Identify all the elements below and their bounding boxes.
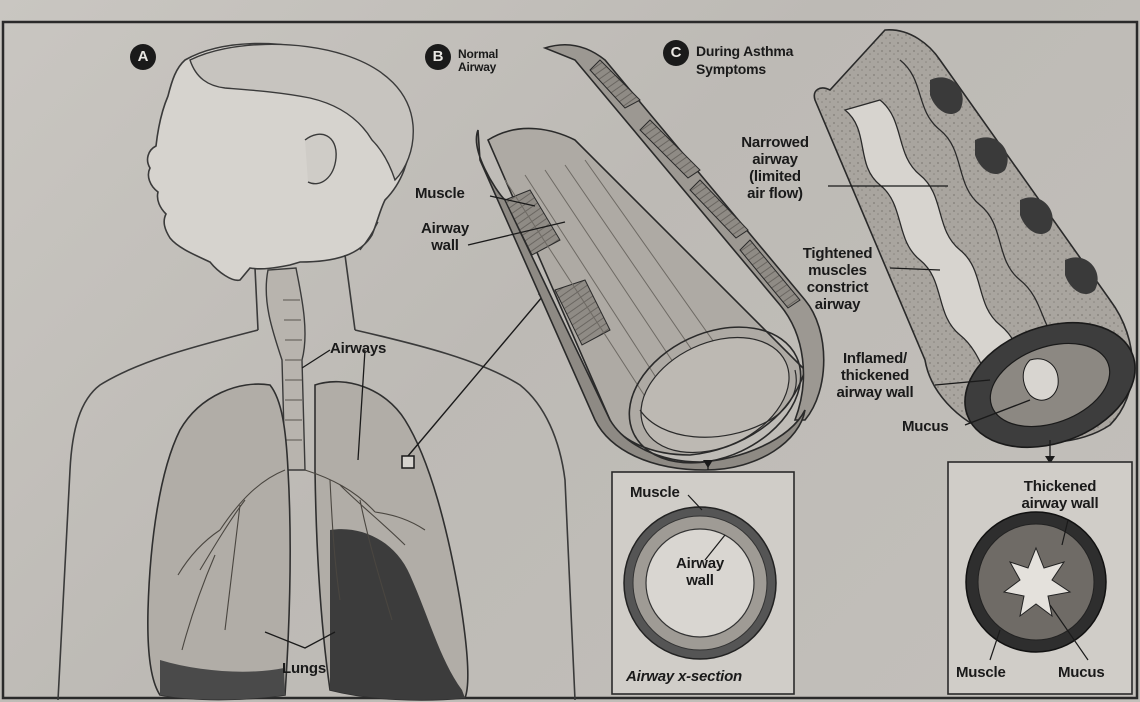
narrowed-airway-label: Narrowed airway (limited air flow) (720, 134, 830, 202)
xsection-muscle-label: Muscle (630, 484, 680, 501)
inflamed-wall-label: Inflamed/ thickened airway wall (815, 350, 935, 401)
muscle-label: Muscle (415, 185, 465, 202)
panel-c-title: During Asthma Symptoms (696, 42, 793, 78)
panel-c-badge: C (663, 40, 689, 66)
thickened-wall-label: Thickened airway wall (995, 478, 1125, 512)
lungs-label: Lungs (282, 660, 326, 677)
xsection-c-muscle-label: Muscle (956, 664, 1006, 681)
panel-b-badge: B (425, 44, 451, 70)
mucus-label: Mucus (902, 418, 949, 435)
panel-a-badge: A (130, 44, 156, 70)
tightened-muscles-label: Tightened muscles constrict airway (785, 245, 890, 313)
xsection-caption: Airway x-section (626, 668, 742, 685)
panel-b-title: Normal Airway (458, 48, 498, 74)
xsection-wall-label: Airway wall (665, 555, 735, 589)
normal-airway-tube (468, 45, 824, 489)
xsection-c-mucus-label: Mucus (1058, 664, 1105, 681)
airway-wall-label: Airway wall (415, 220, 475, 254)
airways-label: Airways (330, 340, 386, 357)
